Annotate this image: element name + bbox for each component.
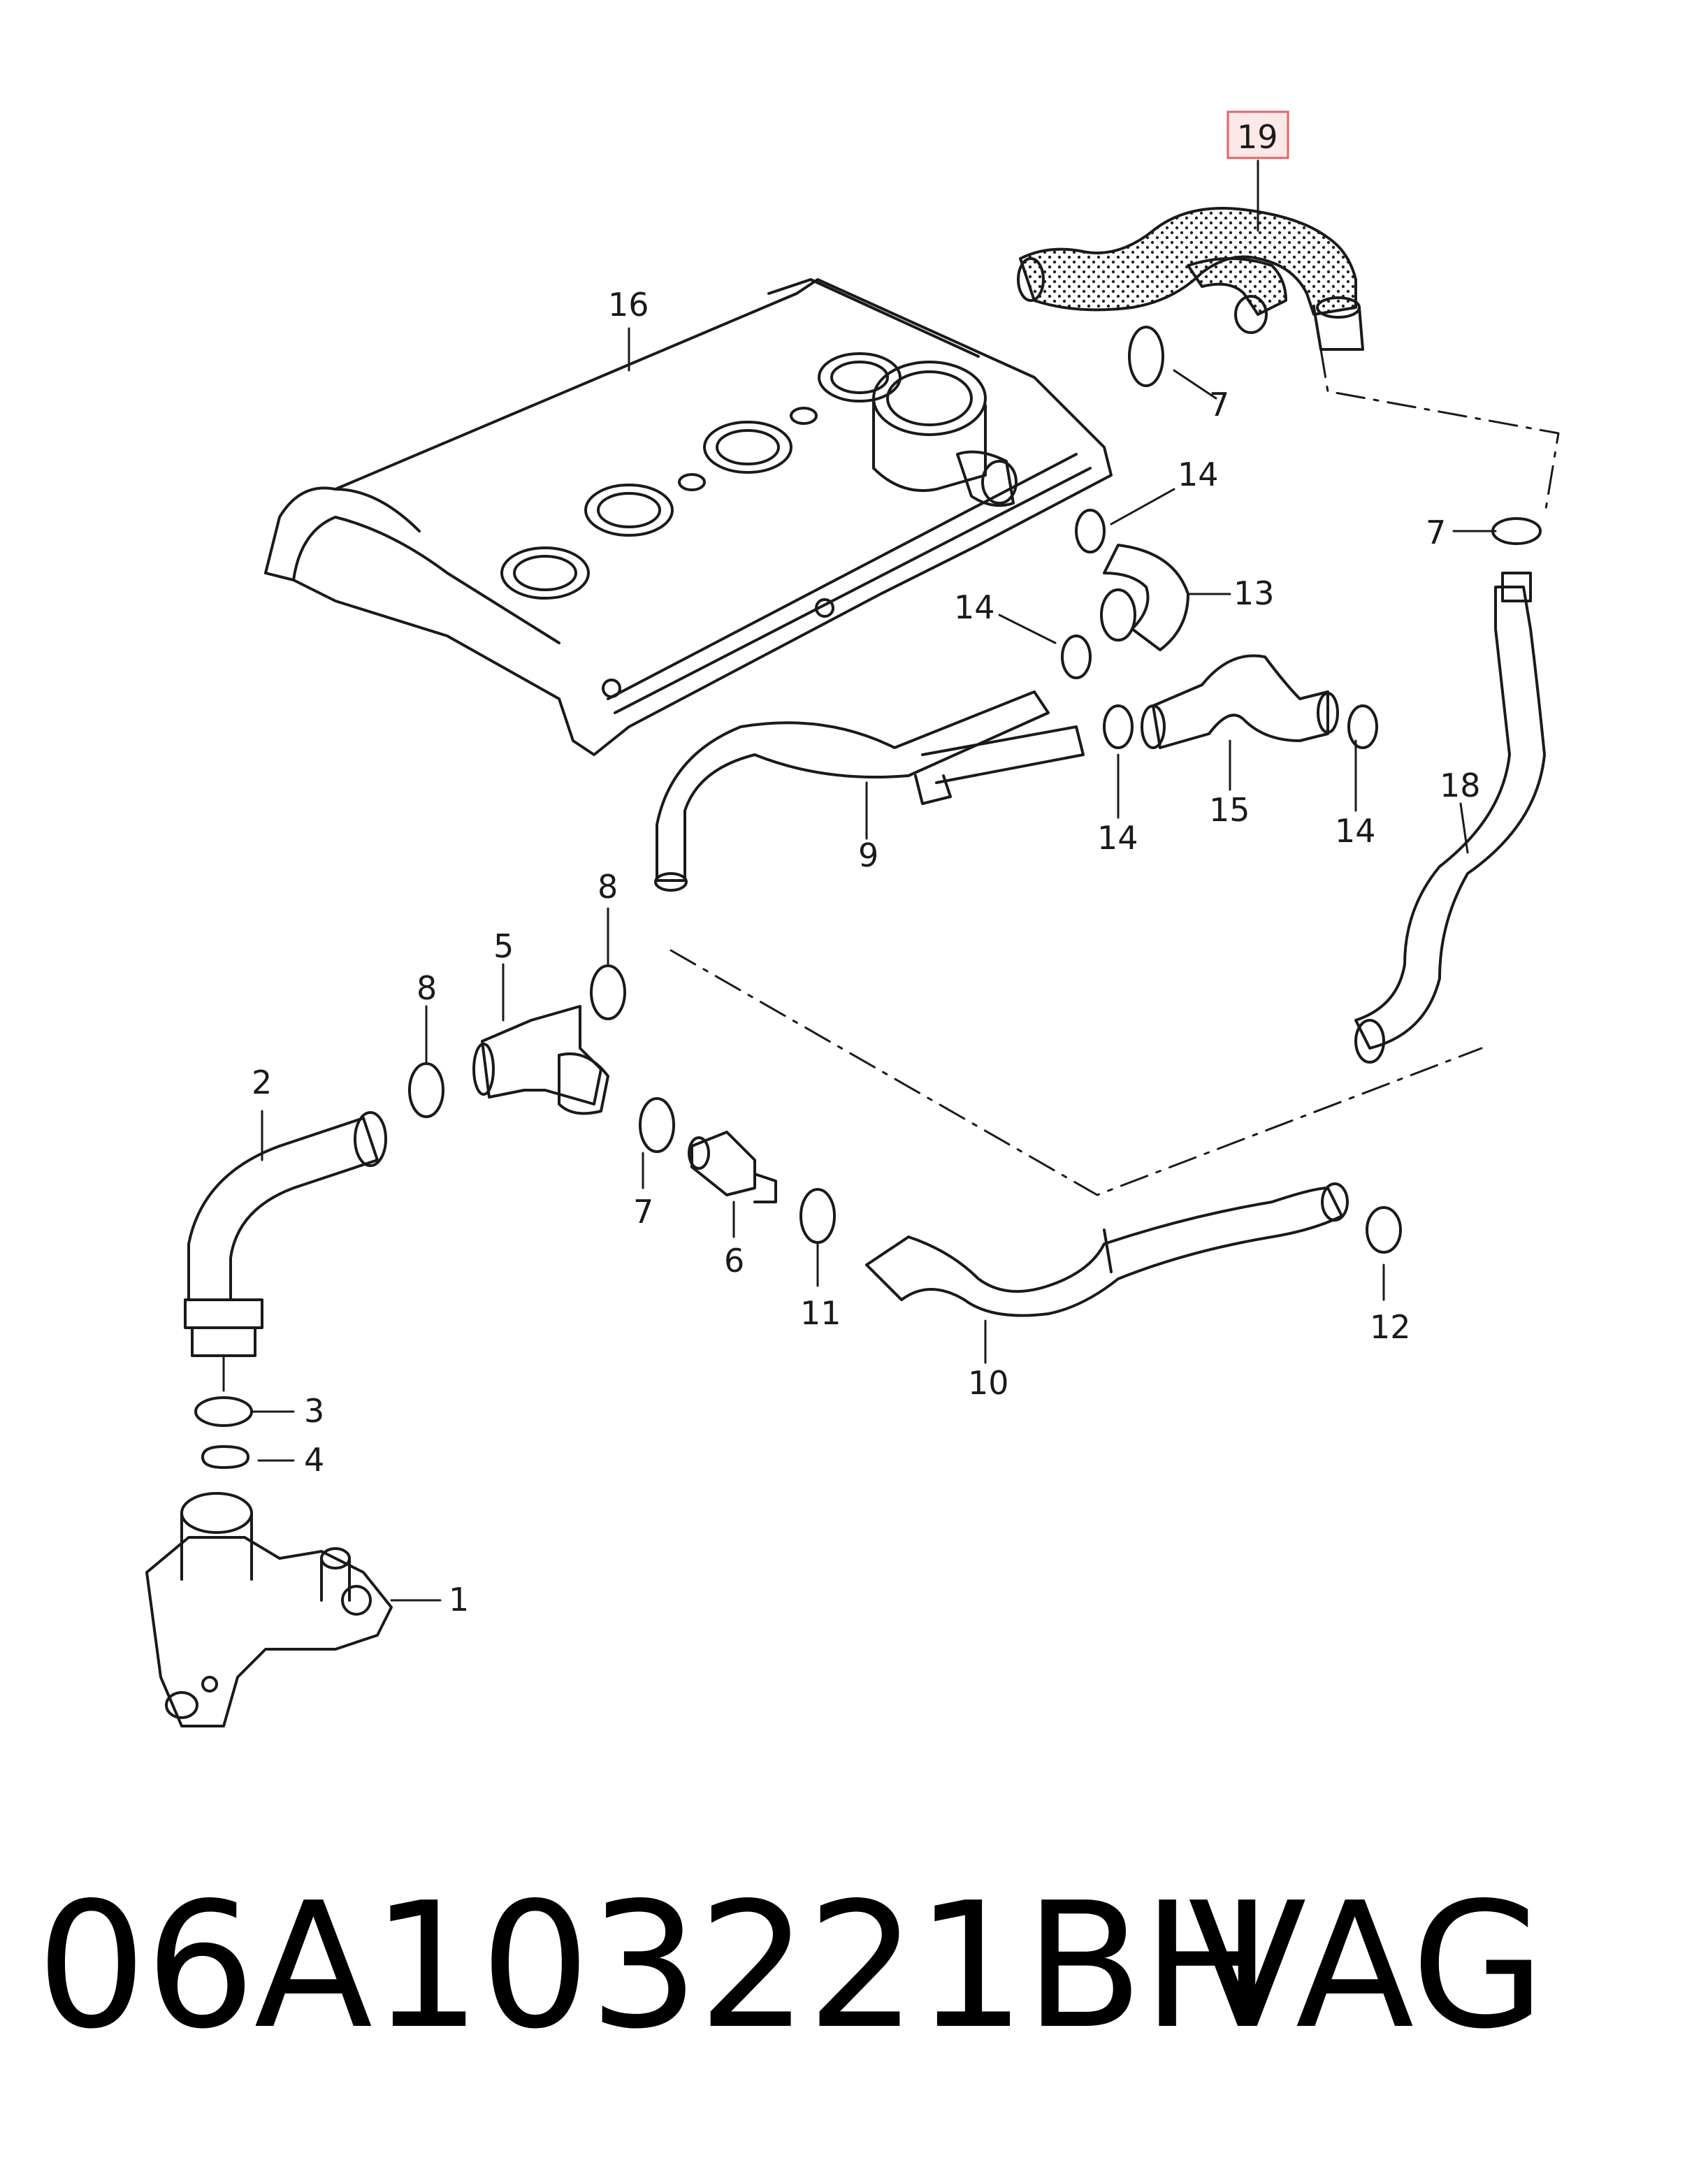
- callout-7-top: 7: [1209, 386, 1229, 423]
- part-number: 06A103221BH: [36, 1866, 1273, 2067]
- callout-10: 10: [968, 1364, 1009, 1402]
- callout-12: 12: [1370, 1308, 1411, 1346]
- brand-name: VAG: [1188, 1866, 1546, 2067]
- callout-15: 15: [1209, 791, 1250, 829]
- pipe-9: [654, 690, 1085, 892]
- hose-15: [1141, 654, 1339, 749]
- housing-1: [145, 1492, 393, 1727]
- valve-6: [688, 1131, 777, 1203]
- callout-7-right: 7: [1426, 514, 1446, 551]
- callout-4: 4: [304, 1441, 324, 1479]
- callout-14-bottom-right: 14: [1335, 812, 1376, 850]
- callout-1: 1: [449, 1581, 469, 1618]
- callout-3: 3: [304, 1392, 324, 1430]
- connection-lines: [670, 348, 1560, 1196]
- hose-clamps: [408, 326, 1542, 1254]
- leader-lines: [222, 159, 1497, 1602]
- callout-11: 11: [800, 1294, 841, 1332]
- hose-18: [1354, 572, 1546, 1064]
- callout-9: 9: [858, 836, 878, 874]
- callout-19-highlight: [1226, 110, 1289, 159]
- callout-19: 19: [1237, 118, 1278, 156]
- callout-14-top: 14: [1178, 456, 1219, 493]
- hose-13: [1100, 544, 1189, 651]
- hose-10: [865, 1182, 1349, 1317]
- callout-14-bottom-left: 14: [1097, 819, 1138, 857]
- cylinder-head-cover: [264, 278, 1113, 756]
- breather-hose-highlighted: [1017, 207, 1364, 351]
- callout-7-bottom: 7: [633, 1193, 653, 1231]
- callout-8-top: 8: [598, 868, 618, 906]
- callout-6: 6: [724, 1242, 744, 1280]
- callout-16: 16: [608, 286, 649, 324]
- pipe-2: [184, 1111, 387, 1357]
- callout-2: 2: [252, 1064, 272, 1101]
- callout-8-left: 8: [417, 969, 437, 1007]
- t-piece-5: [472, 1005, 609, 1115]
- circlip-4: [201, 1445, 249, 1469]
- callout-5: 5: [493, 927, 514, 965]
- callout-labels: 19 16 7 7 14 13 14 14 15 14 18 9 8 5 8 2…: [252, 118, 1481, 1618]
- callout-13: 13: [1233, 574, 1275, 612]
- o-ring-3: [194, 1396, 253, 1427]
- callout-18: 18: [1440, 767, 1481, 804]
- callout-14-left: 14: [954, 588, 995, 626]
